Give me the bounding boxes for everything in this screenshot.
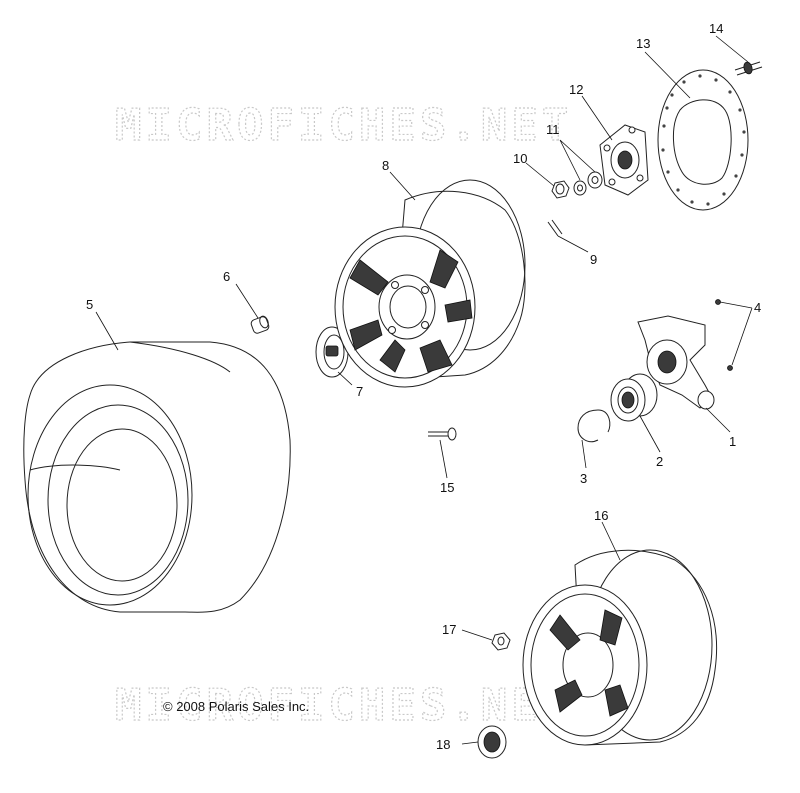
brake-disc <box>657 69 749 211</box>
watermark-top: MICROFICHES.NET <box>115 100 572 151</box>
rear-center-cap <box>477 725 507 759</box>
callout-15: 15 <box>440 480 454 495</box>
callout-18: 18 <box>436 737 450 752</box>
callout-16: 16 <box>594 508 608 523</box>
callout-10: 10 <box>513 151 527 166</box>
callout-12: 12 <box>569 82 583 97</box>
callout-9: 9 <box>590 252 597 267</box>
snap-ring <box>577 409 611 443</box>
callout-14: 14 <box>709 21 723 36</box>
watermark-bottom: MICROFICHES.NET <box>115 680 572 731</box>
callout-7: 7 <box>356 384 363 399</box>
callout-2: 2 <box>656 454 663 469</box>
callout-8: 8 <box>382 158 389 173</box>
spindle-nut <box>551 180 570 199</box>
copyright-text: © 2008 Polaris Sales Inc. <box>163 699 309 714</box>
valve-stem <box>250 315 270 334</box>
callout-4: 4 <box>754 300 761 315</box>
callout-13: 13 <box>636 36 650 51</box>
tire <box>23 341 291 613</box>
callout-17: 17 <box>442 622 456 637</box>
washers <box>573 171 603 196</box>
lug-nut <box>491 632 511 651</box>
steering-knuckle <box>637 315 715 410</box>
brake-disc-bolt <box>734 61 763 76</box>
callout-1: 1 <box>729 434 736 449</box>
rear-wheel <box>522 549 718 746</box>
callout-numbers: 1 2 3 4 5 6 7 8 9 10 11 12 13 14 15 16 1… <box>86 21 761 752</box>
leader-lines <box>95 35 753 745</box>
callout-3: 3 <box>580 471 587 486</box>
callout-11: 11 <box>546 122 560 137</box>
front-wheel <box>334 179 526 388</box>
callout-5: 5 <box>86 297 93 312</box>
wheel-bearing <box>610 373 658 422</box>
wheel-hub <box>599 124 649 196</box>
cotter-pin <box>547 219 563 237</box>
callout-6: 6 <box>223 269 230 284</box>
wheel-stud <box>428 427 457 441</box>
grease-fittings <box>715 299 733 371</box>
